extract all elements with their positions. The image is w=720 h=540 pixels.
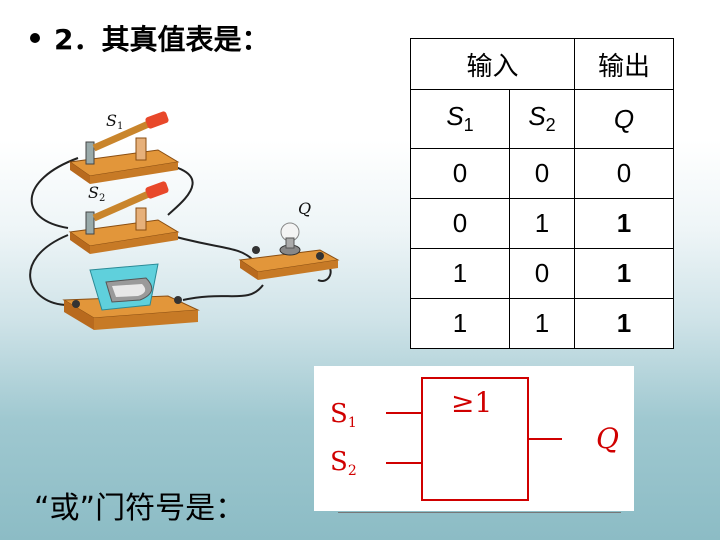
gate-out-label: Q (596, 422, 619, 455)
cell-s1: 1 (410, 248, 510, 299)
cell-s2: 1 (509, 298, 575, 349)
cell-q: 0 (574, 148, 674, 199)
label-s1: S1 (106, 111, 123, 132)
cell-s2: 0 (509, 148, 575, 199)
or-gate-symbol: ≥1 S1 S2 Q (314, 366, 634, 511)
lamp (238, 222, 340, 280)
cell-q: 1 (574, 248, 674, 299)
cell-q: 1 (574, 298, 674, 349)
cell-s2: 0 (509, 248, 575, 299)
wire (29, 234, 69, 306)
battery (62, 263, 200, 330)
cell-q: 1 (574, 198, 674, 249)
cell-s1: 0 (410, 148, 510, 199)
var-s1: S1 (410, 89, 510, 149)
table-row: 0 0 0 (410, 148, 674, 199)
label-s2: S2 (88, 183, 105, 204)
gate-in2-label: S2 (330, 447, 357, 479)
table-row: 0 1 1 (410, 198, 674, 249)
cell-s2: 1 (509, 198, 575, 249)
heading-text: 2．其真值表是： (54, 23, 270, 56)
gate-symbol-label: ≥1 (451, 386, 492, 419)
header-output: 输出 (574, 38, 674, 90)
slide-heading: 2．其真值表是： (30, 18, 269, 58)
bullet-icon (30, 33, 40, 43)
circuit-illustration: S1 S2 Q (29, 111, 340, 330)
or-gate-caption: “或”门符号是： (34, 491, 246, 526)
header-input: 输入 (410, 38, 575, 90)
switch-s1 (68, 111, 180, 184)
cell-s1: 0 (410, 198, 510, 249)
wire (182, 284, 264, 301)
truth-table: 输入 输出 S1 S2 Q 0 0 0 0 1 1 1 0 1 1 1 1 (410, 38, 674, 349)
wire (30, 157, 79, 229)
gate-in1-label: S1 (330, 399, 357, 431)
switch-s2 (68, 181, 180, 254)
label-q: Q (298, 199, 311, 218)
table-row: 1 0 1 (410, 248, 674, 299)
cell-s1: 1 (410, 298, 510, 349)
var-q: Q (574, 89, 674, 149)
answer-underline (338, 512, 621, 513)
var-s2: S2 (509, 89, 575, 149)
table-row: 1 1 1 (410, 298, 674, 349)
